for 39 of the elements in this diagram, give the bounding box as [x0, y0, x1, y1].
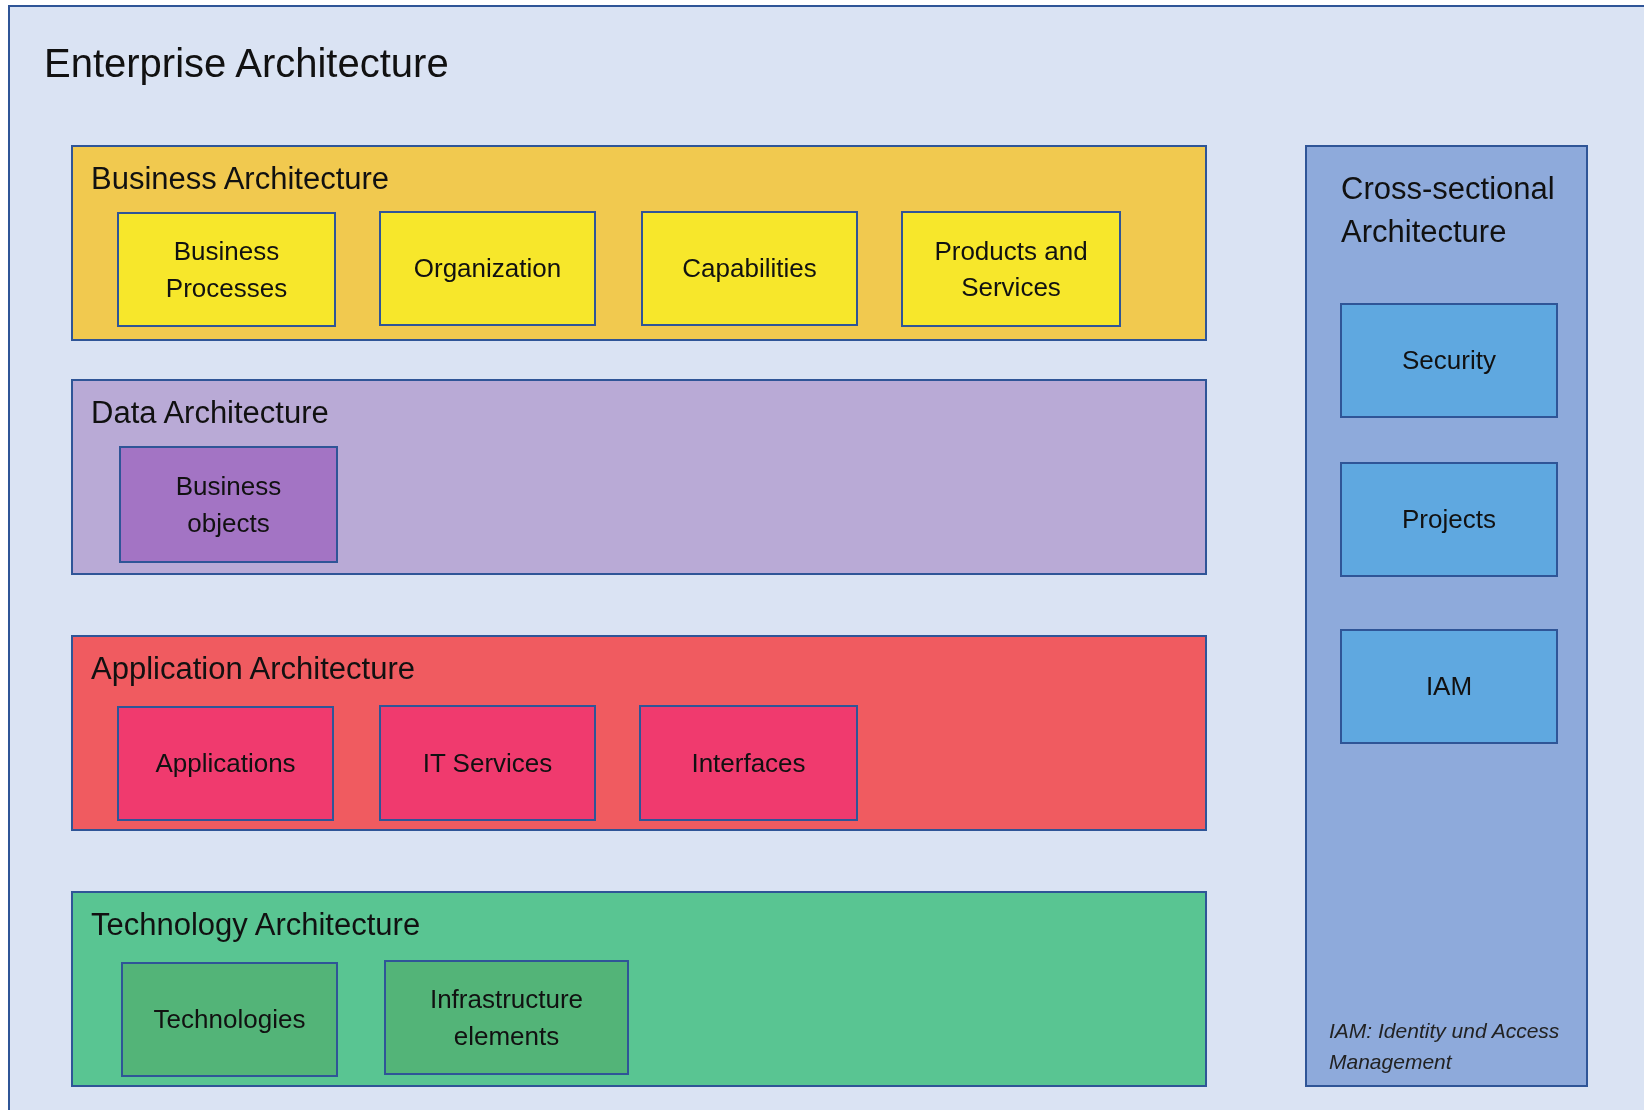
layer-band [71, 635, 1207, 831]
section-title: Cross-sectional Architecture [1341, 170, 1556, 252]
component-box [641, 211, 858, 326]
component-box [901, 211, 1121, 327]
layer-band [71, 891, 1207, 1087]
section-title: Application Architecture [91, 650, 415, 688]
component-box [1340, 303, 1558, 418]
component-box [121, 962, 338, 1077]
component-label: Projects [1401, 503, 1497, 537]
component-label: Technologies [152, 1003, 307, 1037]
section-title: Enterprise Architecture [44, 40, 449, 87]
component-label: Organization [412, 252, 563, 286]
component-label: Products and Services [933, 234, 1089, 304]
component-box [1340, 462, 1558, 577]
component-label: Business objects [174, 470, 283, 540]
section-title: Technology Architecture [91, 906, 421, 944]
component-box [639, 705, 858, 821]
layer-band [71, 379, 1207, 575]
component-label: Capabilities [681, 252, 818, 286]
component-label: Applications [154, 747, 297, 781]
component-box [384, 960, 629, 1075]
architecture-frame [8, 5, 1644, 1110]
component-box [119, 446, 338, 563]
component-box [1340, 629, 1558, 744]
component-box [379, 211, 596, 326]
side-panel [1305, 145, 1588, 1087]
component-label: Business Processes [164, 235, 289, 305]
layer-band [71, 145, 1207, 341]
section-title: Data Architecture [91, 394, 329, 432]
section-title: Business Architecture [91, 160, 390, 198]
component-label: Security [1401, 344, 1497, 378]
component-box [117, 212, 336, 327]
component-box [379, 705, 596, 821]
component-label: IAM [1424, 670, 1474, 704]
component-label: Interfaces [690, 746, 807, 780]
component-label: IT Services [421, 746, 554, 780]
component-label: Infrastructure elements [428, 983, 585, 1053]
footnote: IAM: Identity und Access Management [1329, 1018, 1561, 1075]
component-box [117, 706, 334, 821]
